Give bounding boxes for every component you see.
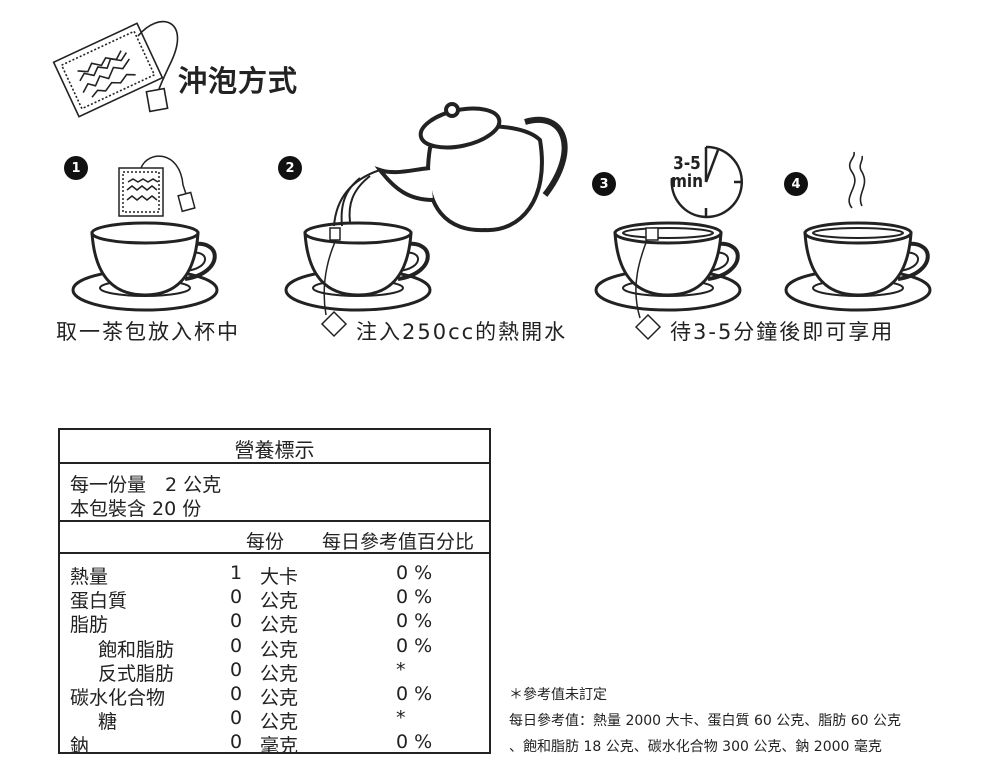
servings-per-package: 本包裝含 20 份 (70, 498, 202, 520)
row-name: 脂肪 (70, 614, 109, 637)
timer-label: 3-5 min (669, 155, 705, 191)
nutrition-table: 營養標示 每一份量 2 公克 本包裝含 20 份 每份 每日參考值百分比 熱量 1… (58, 428, 491, 757)
row-unit: 毫克 (260, 735, 299, 758)
caption-step-3: 待3-5分鐘後即可享用 (670, 320, 895, 344)
row-name: 碳水化合物 (70, 687, 166, 709)
row-name: 飽和脂肪 (98, 638, 175, 661)
row-unit: 公克 (260, 662, 299, 685)
serving-size: 每一份量 2 公克 (70, 474, 222, 496)
row-name: 熱量 (70, 566, 109, 588)
row-name: 鈉 (70, 735, 90, 758)
step-badge-1: 1 (64, 156, 88, 180)
page-title: 沖泡方式 (178, 64, 299, 98)
step-badge-2: 2 (278, 156, 302, 180)
row-unit: 公克 (260, 687, 299, 709)
row-name: 蛋白質 (70, 590, 128, 613)
col-header-per-serving: 每份 (246, 531, 285, 553)
step-badge-3: 3 (592, 172, 616, 196)
note-asterisk: ＊參考值未訂定 (509, 687, 607, 703)
row-daily-pct: 0 % (396, 634, 433, 657)
note-daily-line-1: 每日參考值：熱量 2000 大卡、蛋白質 60 公克、脂肪 60 公克 (509, 713, 901, 729)
row-daily-pct: 0 % (396, 586, 433, 609)
row-amount: 1 (230, 562, 243, 584)
timer-top: 3-5 (673, 153, 701, 174)
row-daily-pct: * (396, 658, 406, 681)
row-amount: 0 (230, 610, 243, 633)
row-name: 糖 (98, 711, 118, 734)
row-unit: 大卡 (260, 566, 299, 588)
row-unit: 公克 (260, 614, 299, 637)
row-unit: 公克 (260, 638, 299, 661)
row-daily-pct: 0 % (396, 610, 433, 633)
row-amount: 0 (230, 707, 243, 730)
nutrition-title: 營養標示 (234, 438, 315, 462)
row-amount: 0 (230, 731, 243, 754)
row-unit: 公克 (260, 590, 299, 613)
note-daily-line-2: 、飽和脂肪 18 公克、碳水化合物 300 公克、鈉 2000 毫克 (509, 739, 882, 755)
row-daily-pct: 0 % (396, 731, 433, 754)
row-amount: 0 (230, 586, 243, 609)
caption-step-1: 取一茶包放入杯中 (56, 320, 240, 344)
col-header-daily-value: 每日參考值百分比 (322, 531, 475, 553)
row-daily-pct: 0 % (396, 562, 433, 584)
caption-step-2: 注入250cc的熱開水 (356, 320, 568, 344)
row-unit: 公克 (260, 711, 299, 734)
row-amount: 0 (230, 658, 243, 681)
row-amount: 0 (230, 683, 243, 705)
row-daily-pct: * (396, 707, 406, 730)
row-amount: 0 (230, 634, 243, 657)
timer-bottom: min (670, 171, 704, 192)
row-daily-pct: 0 % (396, 683, 433, 705)
step-badge-4: 4 (784, 172, 808, 196)
row-name: 反式脂肪 (98, 662, 175, 685)
